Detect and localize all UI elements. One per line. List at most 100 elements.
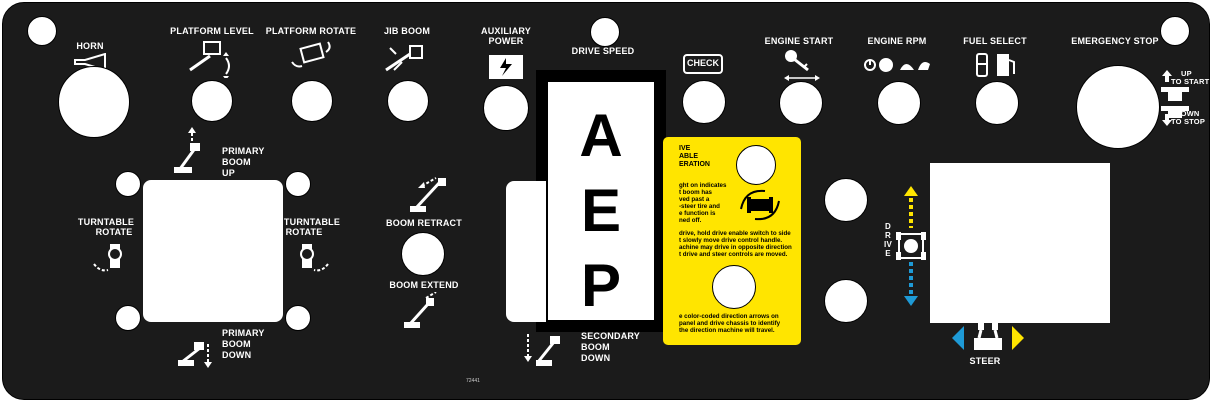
secondary-boom-joystick[interactable] bbox=[506, 181, 546, 322]
check-engine-text: CHECK bbox=[686, 58, 719, 68]
steer-direction-icon bbox=[952, 320, 1024, 350]
primary-boom-down-line2: BOOM bbox=[222, 339, 251, 349]
auxiliary-power-icon bbox=[489, 55, 523, 79]
up-to-start-line1: UP bbox=[1181, 69, 1192, 78]
drive-chassis-rotate-icon bbox=[740, 189, 780, 221]
auxiliary-power-button[interactable] bbox=[483, 85, 529, 131]
engine-rpm-label: ENGINE RPM bbox=[867, 36, 927, 46]
boom-extend-icon bbox=[404, 292, 437, 328]
check-engine-indicator bbox=[682, 80, 726, 124]
drive-enable-heading-1: IVE bbox=[679, 145, 691, 152]
horn-label: HORN bbox=[76, 41, 104, 51]
platform-level-icon bbox=[189, 41, 230, 78]
aep-decal-inner: A E P bbox=[548, 82, 654, 320]
turntable-rotate-left-line1: TURNTABLE bbox=[77, 217, 135, 227]
fuel-select-switch[interactable] bbox=[975, 81, 1019, 125]
aep-letter-a: A bbox=[579, 102, 623, 169]
aux-power-label-line1: AUXILIARY bbox=[481, 26, 531, 36]
primary-boom-up-line3: UP bbox=[222, 168, 235, 178]
platform-rotate-icon bbox=[291, 41, 331, 68]
joystick-mount-hole-tr bbox=[285, 171, 311, 197]
drive-side-switch-bottom[interactable] bbox=[824, 279, 868, 323]
fuel-select-label: FUEL SELECT bbox=[963, 36, 1027, 46]
estop-up-arrow-icon bbox=[1162, 70, 1172, 82]
drive-direction-icon bbox=[896, 186, 926, 306]
primary-boom-up-line1: PRIMARY bbox=[222, 146, 265, 156]
turntable-rotate-right-icon bbox=[300, 244, 329, 272]
jib-boom-switch[interactable] bbox=[387, 80, 429, 122]
part-number: 72441 bbox=[466, 378, 480, 384]
primary-boom-down-line1: PRIMARY bbox=[222, 328, 265, 338]
secondary-boom-down-line2: BOOM bbox=[581, 342, 610, 352]
platform-rotate-switch[interactable] bbox=[291, 80, 333, 122]
drive-enable-para3-line1: e color-coded direction arrows on bbox=[679, 313, 779, 320]
turntable-rotate-right-line2: ROTATE bbox=[285, 227, 323, 237]
boom-retract-label: BOOM RETRACT bbox=[386, 218, 462, 228]
estop-button-down-icon bbox=[1161, 106, 1189, 118]
drive-enable-para1-line1: ght on indicates bbox=[679, 182, 727, 189]
drive-enable-para1-line6: ned off. bbox=[679, 217, 702, 224]
platform-level-switch[interactable] bbox=[191, 80, 233, 122]
boom-extend-retract-switch[interactable] bbox=[401, 232, 445, 276]
drive-enable-para1-line2: t boom has bbox=[679, 189, 713, 196]
primary-boom-down-icon bbox=[178, 342, 212, 368]
drive-speed-label: DRIVE SPEED bbox=[571, 46, 635, 56]
drive-enable-para2-line4: t drive and steer controls are moved. bbox=[679, 251, 788, 258]
primary-boom-down-line3: DOWN bbox=[222, 350, 252, 360]
drive-enable-heading-3: ERATION bbox=[679, 161, 710, 168]
emergency-stop-label: EMERGENCY STOP bbox=[1071, 36, 1159, 46]
estop-down-arrow-icon bbox=[1162, 114, 1172, 126]
aep-letter-e: E bbox=[580, 177, 622, 244]
joystick-mount-hole-tl bbox=[115, 171, 141, 197]
drive-enable-para2-line3: achine may drive in opposite direction bbox=[679, 244, 792, 251]
steer-label: STEER bbox=[969, 356, 1001, 366]
horn-button[interactable] bbox=[58, 66, 130, 138]
drive-enable-card: IVE ABLE ERATION ght on indicates t boom… bbox=[663, 137, 801, 345]
drive-label: DRIVE bbox=[884, 222, 892, 258]
drive-enable-switch[interactable] bbox=[712, 265, 756, 309]
mounting-hole-top-center bbox=[590, 17, 620, 47]
platform-level-label: PLATFORM LEVEL bbox=[170, 26, 254, 36]
down-to-stop-line1: DOWN bbox=[1175, 109, 1200, 118]
key-icon bbox=[784, 50, 820, 81]
boom-extend-label: BOOM EXTEND bbox=[389, 280, 459, 290]
drive-enable-para3-line2: panel and drive chassis to identify bbox=[679, 320, 781, 327]
jib-boom-label: JIB BOOM bbox=[383, 26, 431, 36]
drive-enable-para1-line3: ved past a bbox=[679, 196, 710, 203]
mounting-hole-top-right bbox=[1160, 16, 1190, 46]
check-engine-icon: CHECK bbox=[683, 54, 723, 74]
primary-boom-joystick[interactable] bbox=[143, 180, 283, 322]
aep-decal: A E P bbox=[536, 70, 666, 332]
secondary-boom-down-line3: DOWN bbox=[581, 353, 611, 363]
secondary-boom-down-line1: SECONDARY bbox=[581, 331, 640, 341]
platform-rotate-label: PLATFORM ROTATE bbox=[265, 26, 357, 36]
boom-retract-icon bbox=[410, 177, 446, 212]
drive-enable-para1-line5: e function is bbox=[679, 210, 716, 217]
turntable-rotate-left-line2: ROTATE bbox=[95, 227, 133, 237]
drive-enable-para2-line1: drive, hold drive enable switch to side bbox=[679, 230, 791, 237]
down-to-stop-line2: TO STOP bbox=[1171, 117, 1206, 126]
turntable-rotate-left-icon bbox=[93, 244, 122, 272]
aux-power-label-line2: POWER bbox=[488, 36, 524, 46]
joystick-mount-hole-br bbox=[285, 305, 311, 331]
drive-steer-joystick[interactable] bbox=[930, 163, 1110, 323]
drive-enable-para2-line2: t slowly move drive control handle. bbox=[679, 237, 783, 244]
engine-start-label: ENGINE START bbox=[764, 36, 834, 46]
engine-rpm-icon bbox=[864, 58, 930, 72]
mounting-hole-top-left bbox=[27, 16, 57, 46]
fuel-pump-icon bbox=[976, 53, 1015, 77]
aep-letter-p: P bbox=[580, 252, 622, 319]
turntable-rotate-right-line1: TURNTABLE bbox=[283, 217, 341, 227]
primary-boom-up-icon bbox=[174, 127, 200, 173]
drive-enable-indicator-light bbox=[736, 145, 776, 185]
estop-button-up-icon bbox=[1161, 87, 1189, 101]
drive-side-switch-top[interactable] bbox=[824, 178, 868, 222]
joystick-mount-hole-bl bbox=[115, 305, 141, 331]
jib-boom-icon bbox=[385, 45, 423, 72]
primary-boom-up-line2: BOOM bbox=[222, 157, 251, 167]
engine-start-switch[interactable] bbox=[779, 81, 823, 125]
emergency-stop-button[interactable] bbox=[1076, 65, 1160, 149]
engine-rpm-switch[interactable] bbox=[877, 81, 921, 125]
up-to-start-line2: TO START bbox=[1171, 77, 1210, 86]
drive-enable-para1-line4: -steer tire and bbox=[679, 203, 720, 210]
